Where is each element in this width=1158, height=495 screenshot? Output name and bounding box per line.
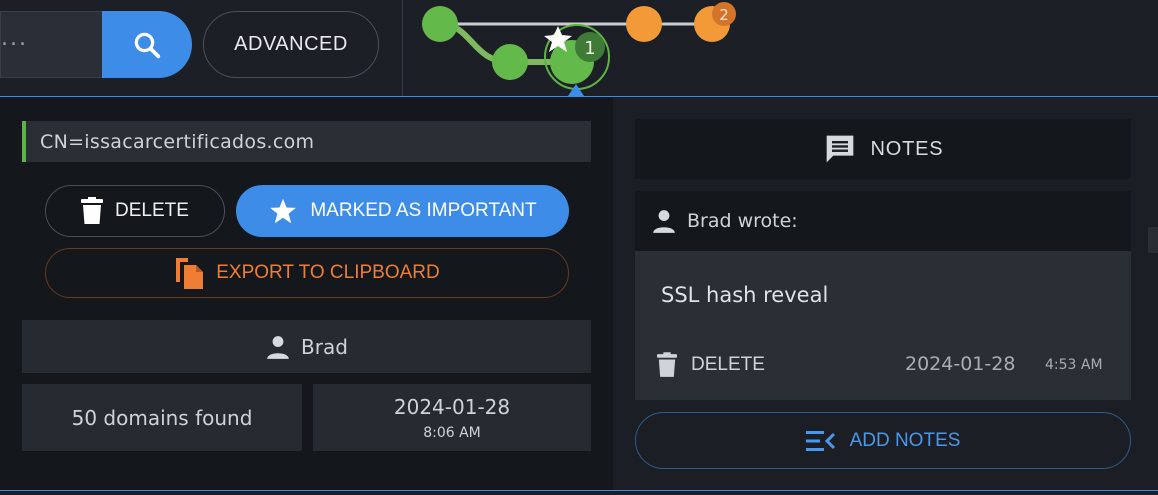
- advanced-button[interactable]: ADVANCED: [203, 11, 379, 78]
- timeline-node[interactable]: [626, 6, 662, 42]
- note-card: Brad wrote: SSL hash reveal DELETE 2024-…: [635, 191, 1131, 400]
- certificate-popup: CN=issacarcertificados.com DELETE MARKED…: [0, 96, 1158, 491]
- trash-icon: [81, 197, 104, 224]
- marked-important-label: MARKED AS IMPORTANT: [310, 200, 537, 221]
- timeline-node[interactable]: [492, 44, 528, 80]
- delete-button[interactable]: DELETE: [45, 185, 225, 237]
- timeline-graph[interactable]: 1 2: [412, 0, 752, 100]
- advanced-button-label: ADVANCED: [234, 33, 348, 55]
- timeline-badge: [575, 32, 605, 62]
- timeline-later-badge: [712, 2, 736, 26]
- notes-header: NOTES: [635, 119, 1131, 179]
- trash-icon: [657, 352, 677, 377]
- star-icon: [270, 198, 297, 224]
- add-notes-label: ADD NOTES: [849, 429, 961, 451]
- marked-important-button[interactable]: MARKED AS IMPORTANT: [236, 185, 569, 237]
- search-input-value: ...: [1, 26, 28, 51]
- scrollbar[interactable]: [1148, 227, 1158, 253]
- add-notes-button[interactable]: ADD NOTES: [635, 412, 1131, 469]
- certificate-cn: CN=issacarcertificados.com: [22, 121, 591, 162]
- search-button[interactable]: [102, 11, 192, 78]
- note-author-text: Brad wrote:: [687, 210, 798, 232]
- search-icon: [134, 32, 161, 58]
- certificate-time-text: 8:06 AM: [423, 424, 481, 441]
- copy-file-icon: [176, 258, 204, 289]
- note-delete-button[interactable]: DELETE: [657, 351, 765, 379]
- export-to-clipboard-button[interactable]: EXPORT TO CLIPBOARD: [45, 248, 569, 298]
- notes-panel: NOTES Brad wrote: SSL hash reveal DELETE…: [613, 97, 1158, 490]
- owner-row: Brad: [22, 320, 591, 373]
- owner-name: Brad: [301, 334, 348, 359]
- domains-count-text: 50 domains found: [71, 405, 253, 430]
- add-notes-icon: [805, 430, 835, 451]
- timeline-node[interactable]: [422, 6, 458, 42]
- domains-count: 50 domains found: [22, 384, 302, 451]
- comment-icon: [826, 135, 853, 163]
- certificate-date: 2024-01-28 8:06 AM: [313, 384, 591, 451]
- note-text: SSL hash reveal: [661, 283, 829, 307]
- certificate-date-text: 2024-01-28: [393, 394, 511, 419]
- top-divider: [402, 0, 403, 96]
- note-date: 2024-01-28: [905, 353, 1016, 375]
- notes-header-label: NOTES: [870, 137, 944, 160]
- timeline-current-count: 1: [584, 38, 595, 59]
- star-icon: [544, 26, 572, 52]
- user-icon: [267, 335, 289, 359]
- timeline-later-count: 2: [719, 6, 729, 24]
- pointer-arrow-icon: [568, 84, 584, 96]
- certificate-cn-text: CN=issacarcertificados.com: [40, 130, 315, 153]
- search-input[interactable]: ...: [0, 11, 102, 78]
- note-time: 4:53 AM: [1045, 357, 1103, 373]
- export-to-clipboard-label: EXPORT TO CLIPBOARD: [216, 262, 440, 283]
- user-icon: [653, 210, 675, 233]
- note-delete-label: DELETE: [691, 354, 765, 375]
- certificate-details-panel: CN=issacarcertificados.com DELETE MARKED…: [0, 97, 613, 490]
- note-author: Brad wrote:: [635, 191, 1131, 251]
- delete-button-label: DELETE: [115, 200, 189, 221]
